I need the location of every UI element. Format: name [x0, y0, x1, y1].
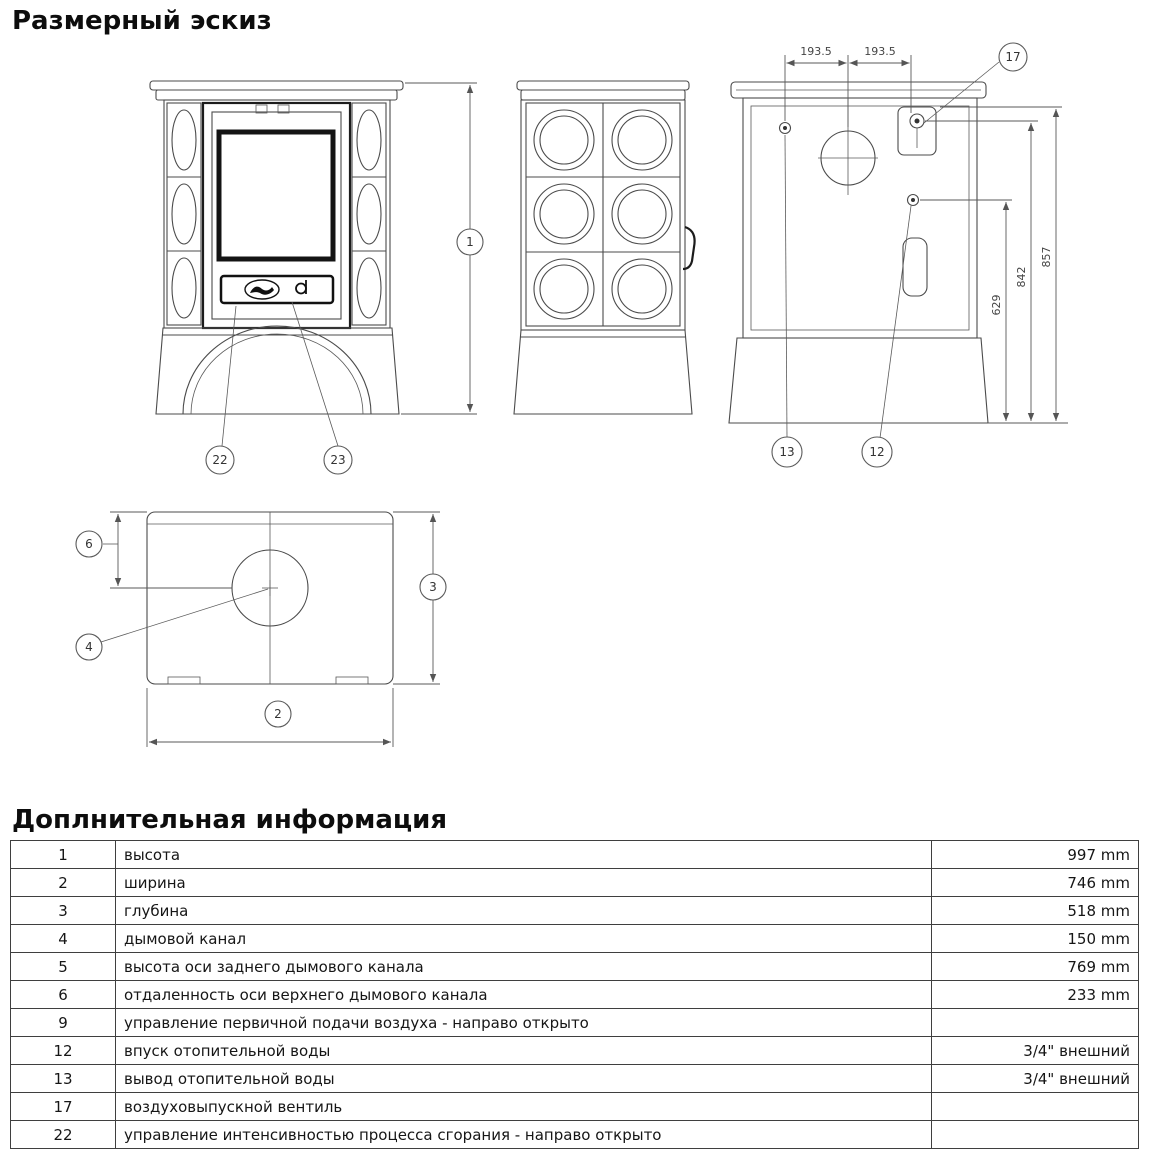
- side-view: [513, 80, 696, 415]
- drawing-title: Размерный эскиз: [12, 6, 272, 36]
- stove-drawing-svg: 1 22 23: [75, 42, 1068, 748]
- callout-1-label: 1: [466, 235, 474, 249]
- row-value: 3/4" внешний: [931, 1036, 1139, 1066]
- door-glass: [216, 129, 336, 262]
- top-view: 6 4 3: [75, 511, 447, 748]
- info-title: Доплнительная информация: [12, 805, 448, 836]
- front-right-tiles: [351, 102, 387, 326]
- table-row: 9 управление первичной подачи воздуха - …: [10, 1008, 1139, 1038]
- table-row: 17 воздуховыпускной вентиль: [10, 1092, 1139, 1122]
- row-value: [931, 1008, 1139, 1038]
- row-label: впуск отопительной воды: [115, 1036, 932, 1066]
- callout-22: 22: [205, 306, 237, 475]
- back-view: 193.5 193.5 17 62: [728, 42, 1068, 468]
- row-label: отдаленность оси верхнего дымового канал…: [115, 980, 932, 1010]
- row-value: 997 mm: [931, 840, 1139, 870]
- side-top-plate: [516, 80, 690, 91]
- dim-629: 629: [990, 295, 1003, 316]
- dim-top: 193.5 193.5: [784, 45, 912, 128]
- row-label: дымовой канал: [115, 924, 932, 954]
- row-number: 4: [10, 924, 116, 954]
- door-handle: [682, 226, 696, 271]
- callout-1: 1: [456, 228, 484, 256]
- front-top-plate: [149, 80, 404, 91]
- row-label: вывод отопительной воды: [115, 1064, 932, 1094]
- row-value: 518 mm: [931, 896, 1139, 926]
- callout-6: 6: [75, 530, 103, 558]
- dim-193-left: 193.5: [800, 45, 832, 58]
- dim-flue-offset: [103, 511, 232, 589]
- callout-4-label: 4: [85, 640, 93, 654]
- table-row: 12 впуск отопительной воды 3/4" внешний: [10, 1036, 1139, 1066]
- callout-3: 3: [419, 573, 447, 601]
- dimensional-drawing: 1 22 23: [0, 37, 1149, 799]
- row-number: 13: [10, 1064, 116, 1094]
- callout-12-label: 12: [869, 445, 884, 459]
- row-number: 17: [10, 1092, 116, 1122]
- row-label: управление интенсивностью процесса сгора…: [115, 1120, 932, 1150]
- callout-6-label: 6: [85, 537, 93, 551]
- info-table: 1 высота 997 mm 2 ширина 746 mm 3 глубин…: [10, 840, 1139, 1150]
- row-label: высота оси заднего дымового канала: [115, 952, 932, 982]
- callout-13: 13: [771, 135, 803, 468]
- row-value: 746 mm: [931, 868, 1139, 898]
- row-label: высота: [115, 840, 932, 870]
- side-tiles: [525, 102, 681, 327]
- callout-4: 4: [75, 588, 269, 661]
- row-label: управление первичной подачи воздуха - на…: [115, 1008, 932, 1038]
- callout-23-label: 23: [330, 453, 345, 467]
- table-row: 2 ширина 746 mm: [10, 868, 1139, 898]
- row-number: 3: [10, 896, 116, 926]
- row-number: 9: [10, 1008, 116, 1038]
- air-vent-valve: [897, 106, 937, 156]
- row-value: [931, 1092, 1139, 1122]
- row-label: ширина: [115, 868, 932, 898]
- front-base: [155, 325, 400, 415]
- row-number: 12: [10, 1036, 116, 1066]
- back-plate: [902, 237, 928, 297]
- table-row: 1 высота 997 mm: [10, 840, 1139, 870]
- dim-width: [146, 688, 394, 748]
- dim-842: 842: [1015, 267, 1028, 288]
- row-number: 6: [10, 980, 116, 1010]
- table-row: 13 вывод отопительной воды 3/4" внешний: [10, 1064, 1139, 1094]
- brand-logo: [219, 274, 335, 305]
- back-base: [728, 337, 989, 424]
- callout-2: 2: [264, 700, 292, 728]
- table-row: 5 высота оси заднего дымового канала 769…: [10, 952, 1139, 982]
- table-row: 4 дымовой канал 150 mm: [10, 924, 1139, 954]
- side-base: [513, 329, 693, 415]
- dim-right: 629 842 857: [920, 106, 1068, 424]
- callout-22-label: 22: [212, 453, 227, 467]
- callout-17: 17: [923, 42, 1028, 124]
- water-inlet-point: [906, 194, 920, 207]
- callout-12: 12: [861, 206, 912, 468]
- row-label: глубина: [115, 896, 932, 926]
- front-left-tiles: [166, 102, 202, 326]
- row-number: 2: [10, 868, 116, 898]
- row-number: 22: [10, 1120, 116, 1150]
- callout-2-label: 2: [274, 707, 282, 721]
- callout-17-label: 17: [1005, 50, 1020, 64]
- water-outlet-point: [778, 122, 792, 135]
- callout-23: 23: [291, 302, 353, 475]
- callout-13-label: 13: [779, 445, 794, 459]
- front-door: [201, 102, 352, 330]
- table-row: 22 управление интенсивностью процесса сг…: [10, 1120, 1139, 1150]
- dim-193-right: 193.5: [864, 45, 896, 58]
- table-row: 6 отдаленность оси верхнего дымового кан…: [10, 980, 1139, 1010]
- dim-857: 857: [1040, 247, 1053, 268]
- table-row: 3 глубина 518 mm: [10, 896, 1139, 926]
- row-value: [931, 1120, 1139, 1150]
- front-view: 1 22 23: [149, 80, 484, 475]
- callout-3-label: 3: [429, 580, 437, 594]
- row-number: 1: [10, 840, 116, 870]
- row-number: 5: [10, 952, 116, 982]
- row-label: воздуховыпускной вентиль: [115, 1092, 932, 1122]
- row-value: 150 mm: [931, 924, 1139, 954]
- row-value: 233 mm: [931, 980, 1139, 1010]
- row-value: 769 mm: [931, 952, 1139, 982]
- row-value: 3/4" внешний: [931, 1064, 1139, 1094]
